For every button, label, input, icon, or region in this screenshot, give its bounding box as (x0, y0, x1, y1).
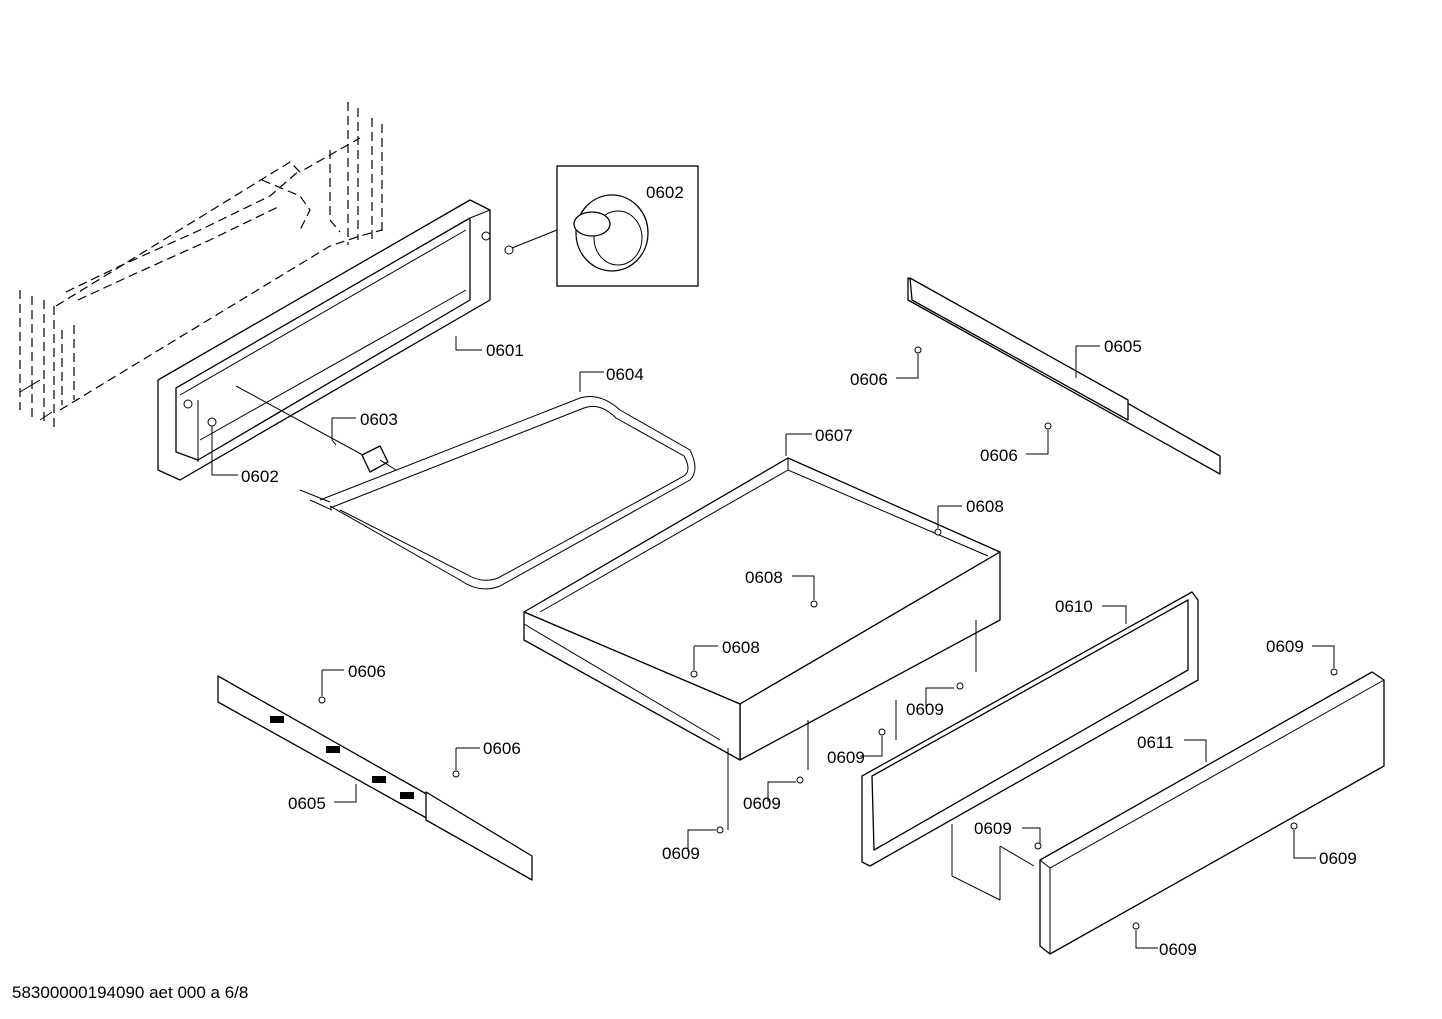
label-0609-e: 0609 (662, 844, 700, 863)
housing-frame-dashed (19, 102, 383, 430)
label-0606-right-bottom: 0606 (980, 446, 1018, 465)
plug-0602 (207, 417, 217, 427)
detail-box-0602 (504, 165, 699, 287)
label-0604: 0604 (606, 365, 644, 384)
label-0609-d: 0609 (743, 794, 781, 813)
rail-right-0605 (907, 277, 1221, 475)
leader-lines (211, 336, 1335, 949)
screws (318, 346, 1338, 930)
label-0610: 0610 (1055, 597, 1093, 616)
label-0608-a: 0608 (966, 497, 1004, 516)
label-0607: 0607 (815, 426, 853, 445)
label-0609-g: 0609 (1319, 849, 1357, 868)
label-0602: 0602 (241, 467, 279, 486)
label-0611: 0611 (1137, 733, 1174, 752)
label-0609-a: 0609 (1266, 637, 1304, 656)
drawer-0607 (523, 457, 1001, 761)
label-0609-b: 0609 (906, 700, 944, 719)
label-0605-left: 0605 (288, 794, 326, 813)
front-panel-0610 (861, 591, 1199, 867)
label-0606-right-top: 0606 (850, 370, 888, 389)
rail-left-0605 (217, 675, 533, 881)
label-0606-left-bottom: 0606 (483, 739, 521, 758)
label-0606-left-top: 0606 (348, 662, 386, 681)
label-0602-detail: 0602 (646, 183, 684, 202)
label-0609-c: 0609 (827, 748, 865, 767)
sensor-0603 (235, 385, 397, 473)
label-0608-b: 0608 (745, 568, 783, 587)
frame-0601 (157, 199, 491, 481)
label-0605-right: 0605 (1104, 337, 1142, 356)
heating-element-0604 (299, 396, 696, 590)
label-0601: 0601 (486, 341, 524, 360)
label-0608-c: 0608 (722, 638, 760, 657)
label-0609-h: 0609 (1159, 940, 1197, 959)
front-cover-0611 (1039, 671, 1385, 955)
label-0609-f: 0609 (974, 819, 1012, 838)
document-footer-code: 58300000194090 aet 000 a 6/8 (12, 983, 248, 1002)
knob-plug-icon (573, 194, 649, 272)
label-0603: 0603 (360, 410, 398, 429)
